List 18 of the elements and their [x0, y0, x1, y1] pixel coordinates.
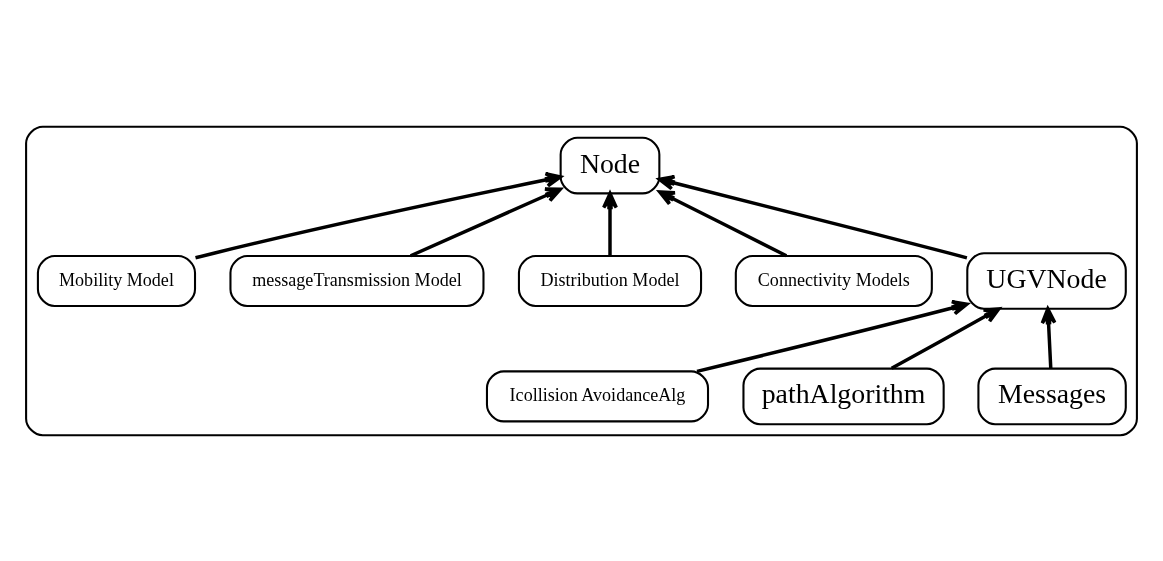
arrow	[602, 191, 618, 256]
cluster	[25, 125, 1138, 436]
arrow	[195, 171, 563, 259]
node-box: UGVNode	[966, 251, 1127, 310]
arrow	[1040, 306, 1057, 368]
node-box: pathAlgorithm	[742, 367, 945, 425]
node-box: Node	[559, 136, 661, 194]
node-box: Icollision AvoidanceAlg	[485, 369, 710, 422]
node-box: messageTransmission Model	[229, 254, 485, 307]
arrow	[658, 189, 788, 257]
arrow	[890, 306, 1001, 370]
node-box: Mobility Model	[36, 254, 197, 307]
arrow	[696, 299, 969, 373]
arrow	[409, 186, 562, 257]
arrow	[657, 174, 968, 260]
node-box: Connectivity Models	[734, 254, 933, 307]
node-box: Messages	[977, 367, 1127, 425]
node-box: Distribution Model	[517, 254, 703, 307]
